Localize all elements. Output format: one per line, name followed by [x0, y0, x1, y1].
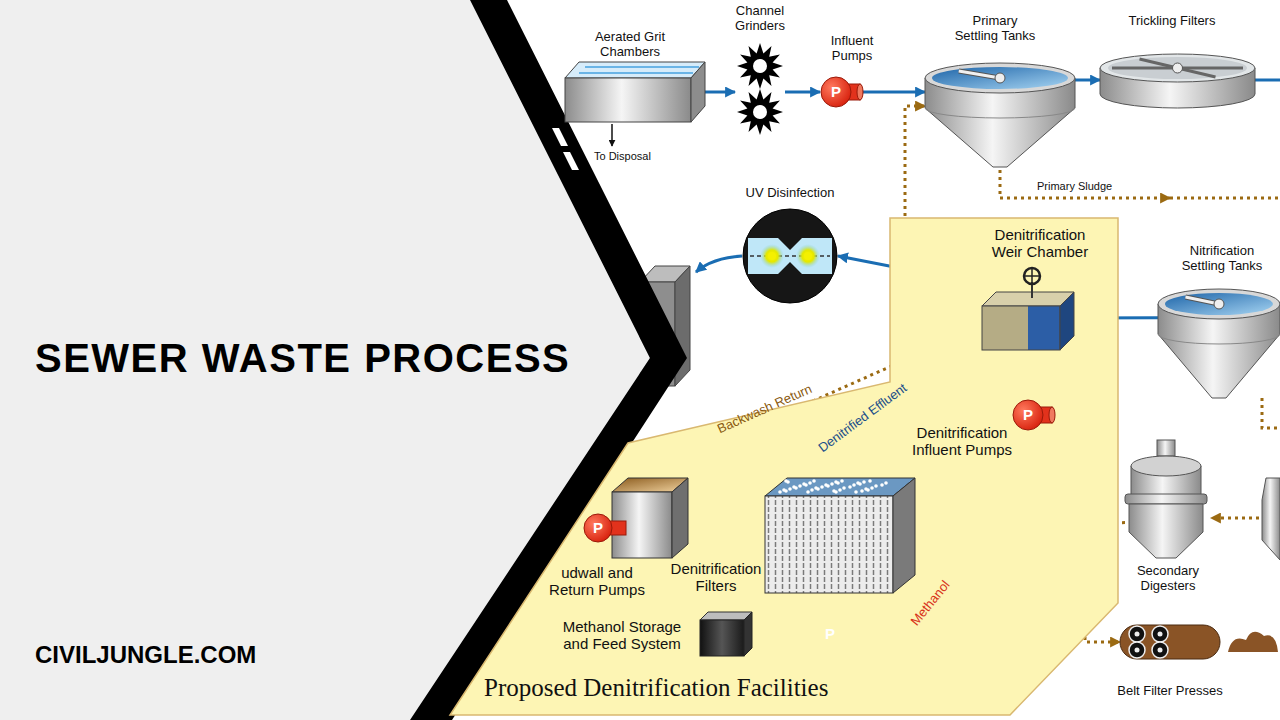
unit-label: Belt Filter Presses — [1117, 684, 1222, 699]
weir-chamber-shape — [982, 292, 1074, 350]
unit-label: Methanol Storage and Feed System — [557, 618, 687, 653]
grit-chamber: Aerated Grit Chambers — [565, 62, 705, 122]
disposal-arrow — [611, 124, 613, 146]
unit-label: Influent Pumps — [817, 34, 887, 64]
sludge-cake — [1228, 632, 1278, 652]
settling-tank: Nitrification Settling Tanks — [1158, 288, 1280, 398]
flow-arrow — [705, 91, 735, 94]
settling-tank-shape — [1158, 288, 1280, 398]
pump-letter: P — [1023, 406, 1033, 423]
page-title: SEWER WASTE PROCESS — [35, 335, 570, 381]
flow-line — [1255, 79, 1280, 82]
pump-unit-shape — [1012, 399, 1054, 431]
digester: Secondary Digesters — [1125, 440, 1207, 558]
denitrification-filter: Denitrification Filters — [765, 478, 915, 593]
flow-arrow — [862, 91, 925, 94]
unit-label: Nitrification Settling Tanks — [1172, 244, 1272, 274]
flow-arrow — [785, 91, 820, 94]
return-tank-shape — [612, 478, 688, 558]
channel-grinder: Channel Grinders — [735, 42, 785, 137]
watermark: CIVILJUNGLE.COM — [35, 641, 256, 669]
pump-unit: Influent Pumps — [820, 76, 862, 108]
unit-label: Proposed Denitrification Facilities — [484, 674, 828, 703]
belt-press: Belt Filter Presses — [1120, 622, 1220, 662]
trickling-filter-shape — [1100, 52, 1255, 110]
unit-label: Denitrification Influent Pumps — [906, 424, 1018, 459]
unit-label: UV Disinfection — [746, 186, 835, 201]
pump-letter: P — [593, 519, 603, 536]
uv-unit: UV Disinfection — [742, 208, 838, 304]
digester-shape — [1125, 440, 1207, 558]
unit-label: Trickling Filters — [1129, 14, 1216, 29]
belt-press-shape — [1120, 622, 1220, 662]
flow-label: Primary Sludge — [1037, 180, 1112, 193]
unit-label: Denitrification Filters — [661, 560, 771, 595]
pump-unit-shape — [820, 76, 862, 108]
denitrification-filter-shape — [765, 478, 915, 593]
digester-symbol — [1262, 478, 1280, 560]
unit-label: udwall and Return Pumps — [545, 564, 649, 599]
storage-tank-shape — [700, 612, 752, 656]
unit-label: Primary Settling Tanks — [951, 14, 1039, 44]
unit-label: Channel Grinders — [725, 4, 795, 34]
channel-grinder-shape — [735, 42, 785, 137]
weir-chamber: Denitrification Weir Chamber — [982, 292, 1074, 350]
uv-unit-shape — [742, 208, 838, 304]
storage-tank: Methanol Storage and Feed System — [700, 612, 752, 656]
settling-tank-shape — [925, 62, 1075, 167]
pump-letter: P — [831, 83, 841, 100]
unit-label: Aerated Grit Chambers — [580, 30, 680, 60]
outfall-arrow — [696, 256, 742, 272]
settling-tank: Primary Settling Tanks — [925, 62, 1075, 167]
flow-arrow — [1075, 79, 1100, 82]
unit-label: Secondary Digesters — [1128, 564, 1208, 594]
trickling-filter: Trickling Filters — [1100, 52, 1255, 110]
note-label: To Disposal — [594, 150, 651, 163]
unit-label: Denitrification Weir Chamber — [984, 226, 1096, 261]
facility-region: Proposed Denitrification Facilities Denit… — [450, 218, 1120, 715]
pump-unit: Denitrification Influent Pumps — [1012, 399, 1054, 431]
return-tank: udwall and Return Pumps — [612, 478, 688, 558]
grit-chamber-shape — [565, 62, 705, 122]
pump-letter: P — [825, 625, 835, 642]
